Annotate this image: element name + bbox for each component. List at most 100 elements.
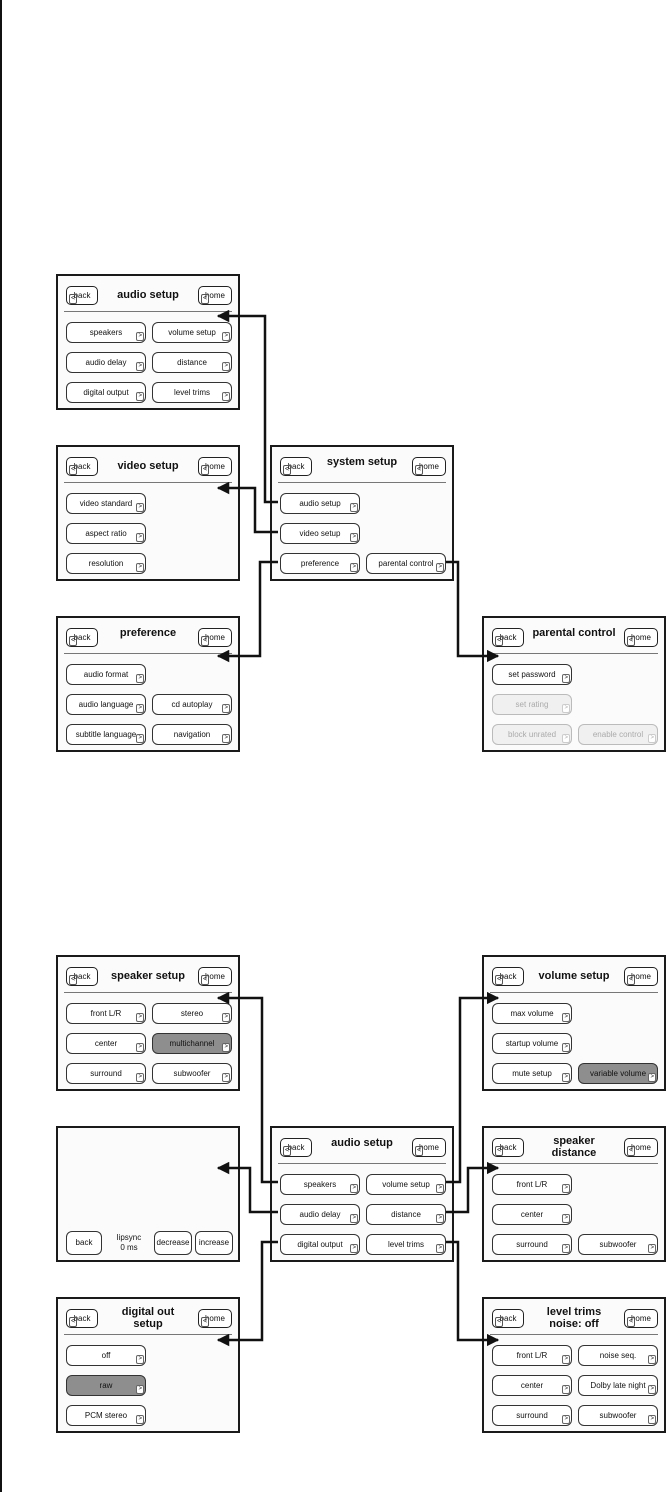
decrease-button[interactable]: decrease	[154, 1231, 192, 1255]
menu-button-surround[interactable]: surround	[492, 1405, 572, 1426]
back-button[interactable]: back	[280, 457, 312, 476]
menu-button-subwoofer[interactable]: subwoofer	[578, 1234, 658, 1255]
menu-button-set-rating: set rating	[492, 694, 572, 715]
menu-button-preference[interactable]: preference	[280, 553, 360, 574]
panel-title: level trims noise: off	[546, 1306, 602, 1330]
back-button[interactable]: back	[492, 628, 524, 647]
menu-button-stereo[interactable]: stereo	[152, 1003, 232, 1024]
arrow-to-speaker-setup	[216, 991, 278, 1184]
back-button[interactable]: back	[66, 628, 98, 647]
page-left-border	[0, 0, 2, 1492]
menu-button-block-unrated: block unrated	[492, 724, 572, 745]
home-button[interactable]: home	[198, 286, 232, 305]
home-button[interactable]: home	[198, 967, 232, 986]
menu-button-video-setup[interactable]: video setup	[280, 523, 360, 544]
menu-button-mute-setup[interactable]: mute setup	[492, 1063, 572, 1084]
menu-button-subwoofer[interactable]: subwoofer	[578, 1405, 658, 1426]
arrow-to-preference	[216, 560, 278, 663]
lipsync-label: lipsync 0 ms	[106, 1233, 152, 1253]
menu-button-startup-volume[interactable]: startup volume	[492, 1033, 572, 1054]
menu-button-front-lr[interactable]: front L/R	[66, 1003, 146, 1024]
menu-button-resolution[interactable]: resolution	[66, 553, 146, 574]
menu-button-enable-control: enable control	[578, 724, 658, 745]
menu-button-cd-autoplay[interactable]: cd autoplay	[152, 694, 232, 715]
menu-button-audio-delay[interactable]: audio delay	[66, 352, 146, 373]
home-button[interactable]: home	[624, 967, 658, 986]
arrow-to-digital-out	[216, 1240, 278, 1347]
home-button[interactable]: home	[624, 1309, 658, 1328]
panel-title: preference	[119, 627, 177, 639]
menu-button-front-lr[interactable]: front L/R	[492, 1345, 572, 1366]
menu-button-volume-setup[interactable]: volume setup	[152, 322, 232, 343]
back-button[interactable]: back	[66, 1309, 98, 1328]
home-button[interactable]: home	[198, 1309, 232, 1328]
menu-button-speakers[interactable]: speakers	[66, 322, 146, 343]
menu-button-volume-setup[interactable]: volume setup	[366, 1174, 446, 1195]
menu-button-audio-delay[interactable]: audio delay	[280, 1204, 360, 1225]
home-button[interactable]: home	[412, 457, 446, 476]
lipsync-title: lipsync	[116, 1233, 142, 1242]
menu-button-level-trims[interactable]: level trims	[152, 382, 232, 403]
menu-button-audio-setup[interactable]: audio setup	[280, 493, 360, 514]
menu-button-distance[interactable]: distance	[152, 352, 232, 373]
divider	[278, 482, 446, 483]
panel-volume-setup: back volume setup home max volume startu…	[482, 955, 666, 1091]
menu-button-subwoofer[interactable]: subwoofer	[152, 1063, 232, 1084]
panel-level-trims: back level trims noise: off home front L…	[482, 1297, 666, 1433]
menu-button-level-trims[interactable]: level trims	[366, 1234, 446, 1255]
menu-button-multichannel[interactable]: multichannel	[152, 1033, 232, 1054]
back-button[interactable]: back	[492, 967, 524, 986]
increase-button[interactable]: increase	[195, 1231, 233, 1255]
back-button[interactable]: back	[492, 1138, 524, 1157]
divider	[64, 311, 232, 312]
menu-button-set-password[interactable]: set password	[492, 664, 572, 685]
divider	[64, 653, 232, 654]
menu-button-distance[interactable]: distance	[366, 1204, 446, 1225]
menu-button-subtitle-language[interactable]: subtitle language	[66, 724, 146, 745]
menu-button-aspect-ratio[interactable]: aspect ratio	[66, 523, 146, 544]
divider	[64, 1334, 232, 1335]
menu-button-front-lr[interactable]: front L/R	[492, 1174, 572, 1195]
menu-button-digital-output[interactable]: digital output	[66, 382, 146, 403]
menu-button-surround[interactable]: surround	[492, 1234, 572, 1255]
panel-title: volume setup	[538, 970, 610, 982]
menu-button-video-standard[interactable]: video standard	[66, 493, 146, 514]
back-button[interactable]: back	[492, 1309, 524, 1328]
panel-parental-control: back parental control home set password …	[482, 616, 666, 752]
back-button[interactable]: back	[66, 286, 98, 305]
home-button[interactable]: home	[198, 628, 232, 647]
panel-title: parental control	[532, 627, 616, 639]
menu-button-audio-format[interactable]: audio format	[66, 664, 146, 685]
menu-button-parental-control[interactable]: parental control	[366, 553, 446, 574]
divider	[490, 992, 658, 993]
back-button[interactable]: back	[66, 457, 98, 476]
panel-digital-out-setup: back digital out setup home off raw PCM …	[56, 1297, 240, 1433]
back-button[interactable]: back	[66, 967, 98, 986]
back-button[interactable]: back	[280, 1138, 312, 1157]
menu-button-center[interactable]: center	[492, 1204, 572, 1225]
home-button[interactable]: home	[198, 457, 232, 476]
home-button[interactable]: home	[412, 1138, 446, 1157]
divider	[490, 653, 658, 654]
home-button[interactable]: home	[624, 1138, 658, 1157]
menu-button-dolby-late-night[interactable]: Dolby late night	[578, 1375, 658, 1396]
menu-button-off[interactable]: off	[66, 1345, 146, 1366]
menu-button-surround[interactable]: surround	[66, 1063, 146, 1084]
arrow-to-audio-setup	[216, 309, 278, 504]
menu-button-max-volume[interactable]: max volume	[492, 1003, 572, 1024]
menu-button-speakers[interactable]: speakers	[280, 1174, 360, 1195]
panel-preference: back preference home audio format audio …	[56, 616, 240, 752]
menu-button-navigation[interactable]: navigation	[152, 724, 232, 745]
menu-button-center[interactable]: center	[66, 1033, 146, 1054]
menu-button-raw[interactable]: raw	[66, 1375, 146, 1396]
menu-button-digital-output[interactable]: digital output	[280, 1234, 360, 1255]
menu-button-audio-language[interactable]: audio language	[66, 694, 146, 715]
menu-button-center[interactable]: center	[492, 1375, 572, 1396]
menu-button-variable-volume[interactable]: variable volume	[578, 1063, 658, 1084]
back-button[interactable]: back	[66, 1231, 102, 1255]
menu-button-noise-seq[interactable]: noise seq.	[578, 1345, 658, 1366]
panel-title: speaker distance	[551, 1135, 597, 1159]
panel-title: audio setup	[117, 289, 179, 301]
menu-button-pcm-stereo[interactable]: PCM stereo	[66, 1405, 146, 1426]
home-button[interactable]: home	[624, 628, 658, 647]
